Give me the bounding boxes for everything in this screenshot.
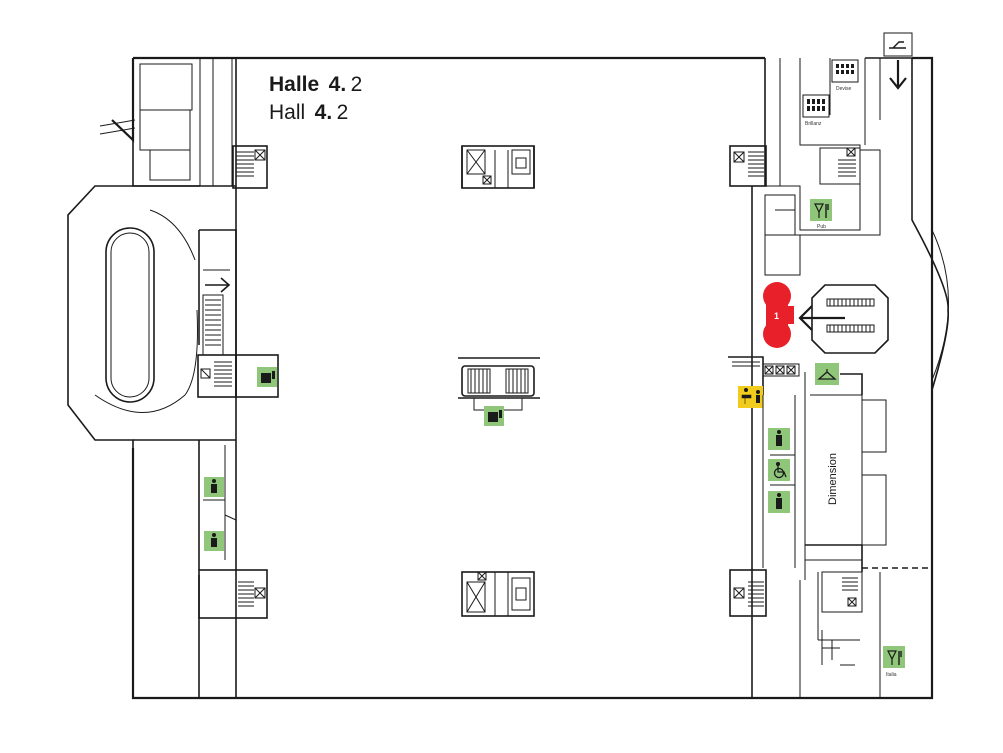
escalator-core-middle xyxy=(458,357,540,411)
direction-arrow-icon xyxy=(798,305,845,331)
toilet-icon xyxy=(204,531,224,551)
right-restrooms xyxy=(762,395,796,568)
svg-text:Halle 4. 2: Halle 4. 2 xyxy=(269,73,362,96)
direction-arrow-icon xyxy=(889,60,907,90)
service-rooms-top-left xyxy=(99,58,237,187)
cloakroom-area xyxy=(804,372,887,580)
stairs-bottom-right xyxy=(729,569,767,617)
left-lower-rooms xyxy=(198,440,237,570)
title-de-word: Halle xyxy=(269,73,319,96)
svg-text:Hall 4. 2: Hall 4. 2 xyxy=(269,101,348,124)
escalator-sign xyxy=(883,32,913,57)
toilet-icon xyxy=(768,428,790,450)
marker-number: 1 xyxy=(774,311,779,321)
hall-title: Halle 4. 2 Hall 4. 2 xyxy=(269,73,362,124)
wheelchair-toilet-icon xyxy=(768,459,790,481)
info-desk-icon xyxy=(738,386,763,408)
label-dimension: Dimension xyxy=(827,453,839,505)
kiosk-icon xyxy=(257,367,277,387)
stairs-left-middle xyxy=(197,354,237,398)
stairs-bottom-left xyxy=(198,569,268,698)
left-corridor xyxy=(198,186,237,698)
title-en-word: Hall xyxy=(269,101,305,124)
label-brillanz: Brillanz xyxy=(805,121,822,127)
stairs-right-middle xyxy=(728,356,800,395)
toilet-icon xyxy=(768,491,790,513)
restaurant-icon xyxy=(883,646,905,668)
stairs-bottom-right-inner xyxy=(821,571,863,613)
label-italia: Italia xyxy=(886,672,897,678)
entrance-rotunda xyxy=(67,185,236,448)
stairs-top-right-inner xyxy=(819,147,861,185)
stairs-top-right xyxy=(729,145,767,187)
stairs-top-left xyxy=(232,145,268,189)
location-marker-icon: 1 xyxy=(763,282,794,348)
direction-arrow-icon xyxy=(205,277,231,293)
restaurant-brillanz: Brillanz xyxy=(802,94,830,127)
label-devise: Devise xyxy=(836,86,852,92)
building-outline xyxy=(111,56,949,700)
cloakroom-icon xyxy=(815,363,839,385)
label-pub: Pub xyxy=(817,224,826,230)
elevator-core-bottom xyxy=(461,571,535,617)
bottom-right-rooms xyxy=(799,544,932,698)
pub-area xyxy=(763,149,881,276)
toilet-icon xyxy=(204,477,224,497)
kiosk-icon xyxy=(484,406,504,426)
restaurant-icon xyxy=(810,199,832,221)
elevator-core-top xyxy=(461,145,535,189)
restaurant-devise: Devise xyxy=(831,59,859,92)
escalator-right-entrance xyxy=(811,284,889,354)
